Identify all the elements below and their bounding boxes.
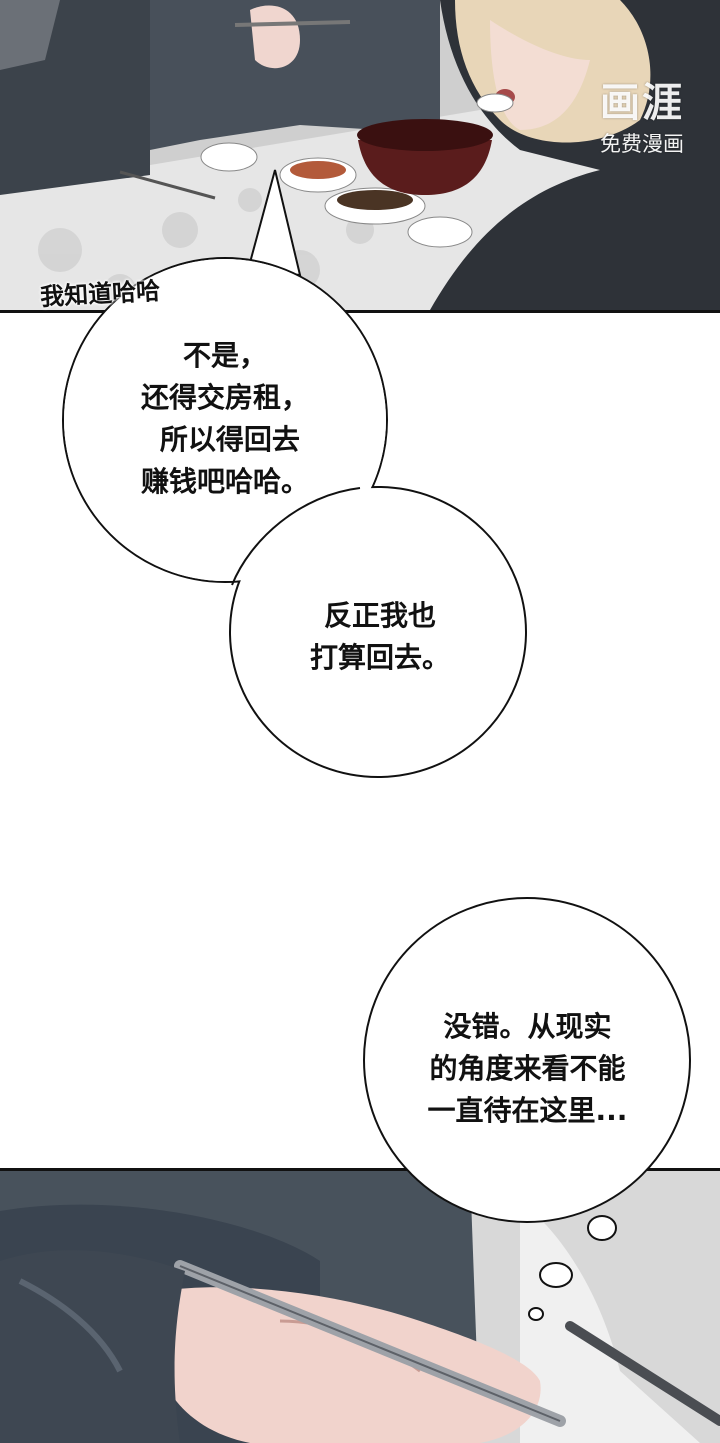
bubble-two-text: 反正我也 打算回去。	[309, 599, 450, 674]
thought-dot-large	[587, 1215, 617, 1241]
bubble-one-tail	[246, 169, 302, 277]
thought-dot-small	[528, 1307, 544, 1321]
bubble-three-shape	[363, 897, 691, 1223]
thought-dot-medium	[539, 1262, 573, 1288]
bubble-one-text: 不是， 还得交房租， 所以得回去 赚钱吧哈哈。	[140, 339, 309, 498]
watermark-subtitle: 免费漫画	[600, 132, 684, 156]
bubble-three-text: 没错。从现实 的角度来看不能 一直待在这里...	[427, 1010, 628, 1127]
sfx-laugh-text: 我知道哈哈	[39, 276, 161, 312]
watermark-logo: 画涯	[600, 80, 684, 126]
dinner-table-scene-art	[0, 0, 720, 310]
top-panel: 画涯 免费漫画	[0, 0, 720, 313]
watermark: 画涯 免费漫画	[600, 70, 684, 158]
bottom-panel	[0, 1168, 720, 1443]
